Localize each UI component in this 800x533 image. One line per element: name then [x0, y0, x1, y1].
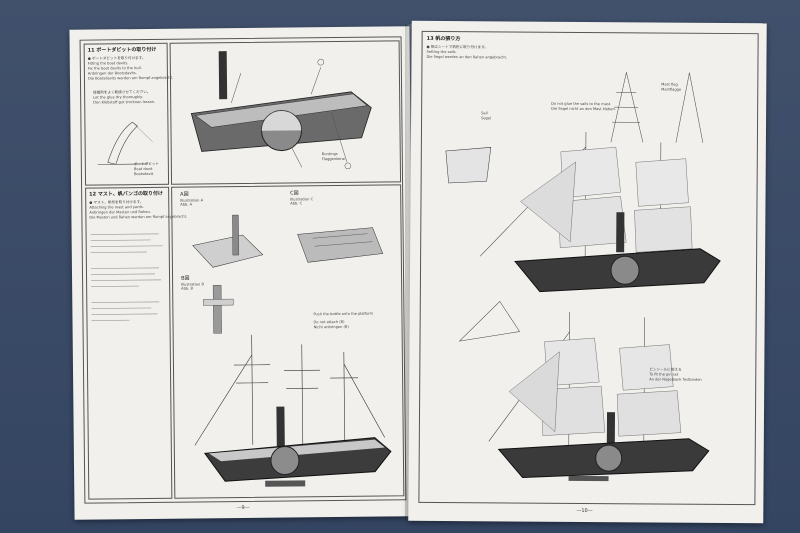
instruction-page-left: 11 ボートダビットの取り付け ● ボートダビットを取り付けます。 Fittin… — [69, 26, 415, 520]
flaggenleine-label: Flaggenleine — [321, 156, 345, 162]
pin-rail-callout-3: An der Nagelbank festbinden — [649, 377, 702, 382]
step11-text-panel: 11 ボートダビットの取り付け ● ボートダビットを取り付けます。 Fittin… — [83, 42, 173, 186]
fig-c-title: C図 — [290, 190, 299, 197]
page-number-right: —10— — [576, 507, 593, 515]
instruction-page-right: 13 帆の張り方 ● 帆はシートで帆桁に取り付けます。 Setting the … — [408, 20, 767, 524]
step12-title: 12 マスト、帆バンゴの取り付け — [89, 190, 164, 198]
step11-note-3: Den Klebstoff gut trocknen lassen. — [93, 99, 156, 105]
caption-3: Nicht anbringen (B) — [313, 324, 349, 330]
page-number-left: —9— — [236, 504, 250, 512]
caption-1: Push the bottle onto the platform — [313, 311, 374, 317]
davit-label-3: Bootsdavit — [133, 171, 154, 177]
step11-line-5: Die Bootsdavits werden am Rumpf angebrac… — [87, 75, 174, 81]
fig-a-c-drawings — [192, 214, 384, 268]
step13-title: 13 帆の張り方 — [426, 35, 461, 43]
ship-with-masts-drawing — [194, 334, 392, 487]
fig-b-drawing — [203, 285, 234, 334]
sailing-ship-upper-drawing — [445, 72, 721, 293]
fig-b-title: B図 — [181, 275, 190, 282]
fig-b-sub-2: Abb. B — [181, 286, 193, 291]
davit-label-1: ボートダビット — [133, 161, 160, 167]
davit-detail-drawing — [97, 121, 153, 165]
step12-text-panel: 12 マスト、帆バンゴの取り付け ● マスト、帆桁を取り付けます。 Attach… — [85, 186, 187, 500]
paddle-steamer-hull-drawing — [190, 51, 372, 170]
step12-illustration-panel: A図 Illustration A Abb. A C図 Illustration… — [171, 184, 405, 499]
sailing-ship-lower-drawing — [458, 300, 710, 482]
step12-text-filler — [90, 233, 163, 321]
step11-title: 11 ボートダビットの取り付け — [87, 46, 157, 54]
fig-a-title: A図 — [180, 191, 189, 198]
step11-illustration-panel: Buntings Flaggenleine — [169, 40, 402, 185]
